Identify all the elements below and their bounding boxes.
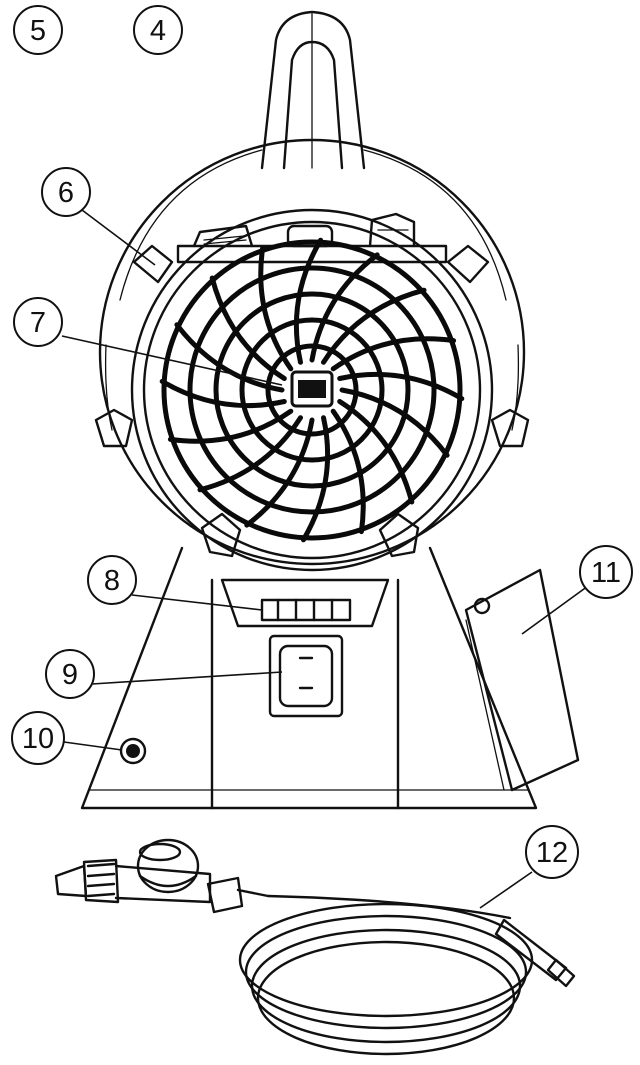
control-panel xyxy=(176,212,448,264)
gas-hose xyxy=(238,894,576,1056)
callout-6: 6 xyxy=(41,167,91,217)
callout-8-label: 8 xyxy=(104,565,120,597)
callout-10: 10 xyxy=(11,711,65,765)
callout-6-label: 6 xyxy=(58,177,74,209)
guard-spoke xyxy=(321,287,427,365)
power-switch xyxy=(220,578,390,628)
callout-4: 4 xyxy=(133,5,183,55)
callout-7-label: 7 xyxy=(30,307,46,339)
callout-9-label: 9 xyxy=(62,659,78,691)
callout-12: 12 xyxy=(525,825,579,879)
callout-5-label: 5 xyxy=(30,15,46,47)
callout-7: 7 xyxy=(13,297,63,347)
callout-11-label: 11 xyxy=(591,557,621,589)
callout-8: 8 xyxy=(87,555,137,605)
guard-spoke xyxy=(209,275,287,381)
guard-spoke xyxy=(197,415,303,493)
guard-spoke xyxy=(339,387,450,458)
power-socket xyxy=(268,634,344,718)
base-stand xyxy=(80,546,538,810)
guard-spoke xyxy=(330,408,366,535)
guard-spoke xyxy=(330,336,457,372)
gas-connector xyxy=(119,737,147,765)
guard-spoke xyxy=(167,408,294,444)
callout-4-label: 4 xyxy=(150,15,166,47)
mounting-clips xyxy=(94,244,530,558)
guard-spoke xyxy=(174,322,285,393)
guard-spoke xyxy=(337,371,465,402)
callout-10-label: 10 xyxy=(22,723,54,755)
guard-spoke xyxy=(300,415,331,543)
carry-handle xyxy=(260,10,366,170)
housing xyxy=(98,138,526,566)
callout-12-label: 12 xyxy=(536,837,568,869)
guard-spoke xyxy=(159,378,287,409)
guard-spoke xyxy=(293,237,324,365)
guard-spoke xyxy=(258,245,294,372)
cover-flap xyxy=(464,568,580,792)
guard-spoke xyxy=(337,399,415,505)
callout-11: 11 xyxy=(579,545,633,599)
guard-spoke xyxy=(244,417,315,528)
gas-regulator xyxy=(54,838,270,914)
guard-spoke xyxy=(309,252,380,363)
callout-5: 5 xyxy=(13,5,63,55)
fan-guard xyxy=(130,208,494,572)
callout-9: 9 xyxy=(45,649,95,699)
